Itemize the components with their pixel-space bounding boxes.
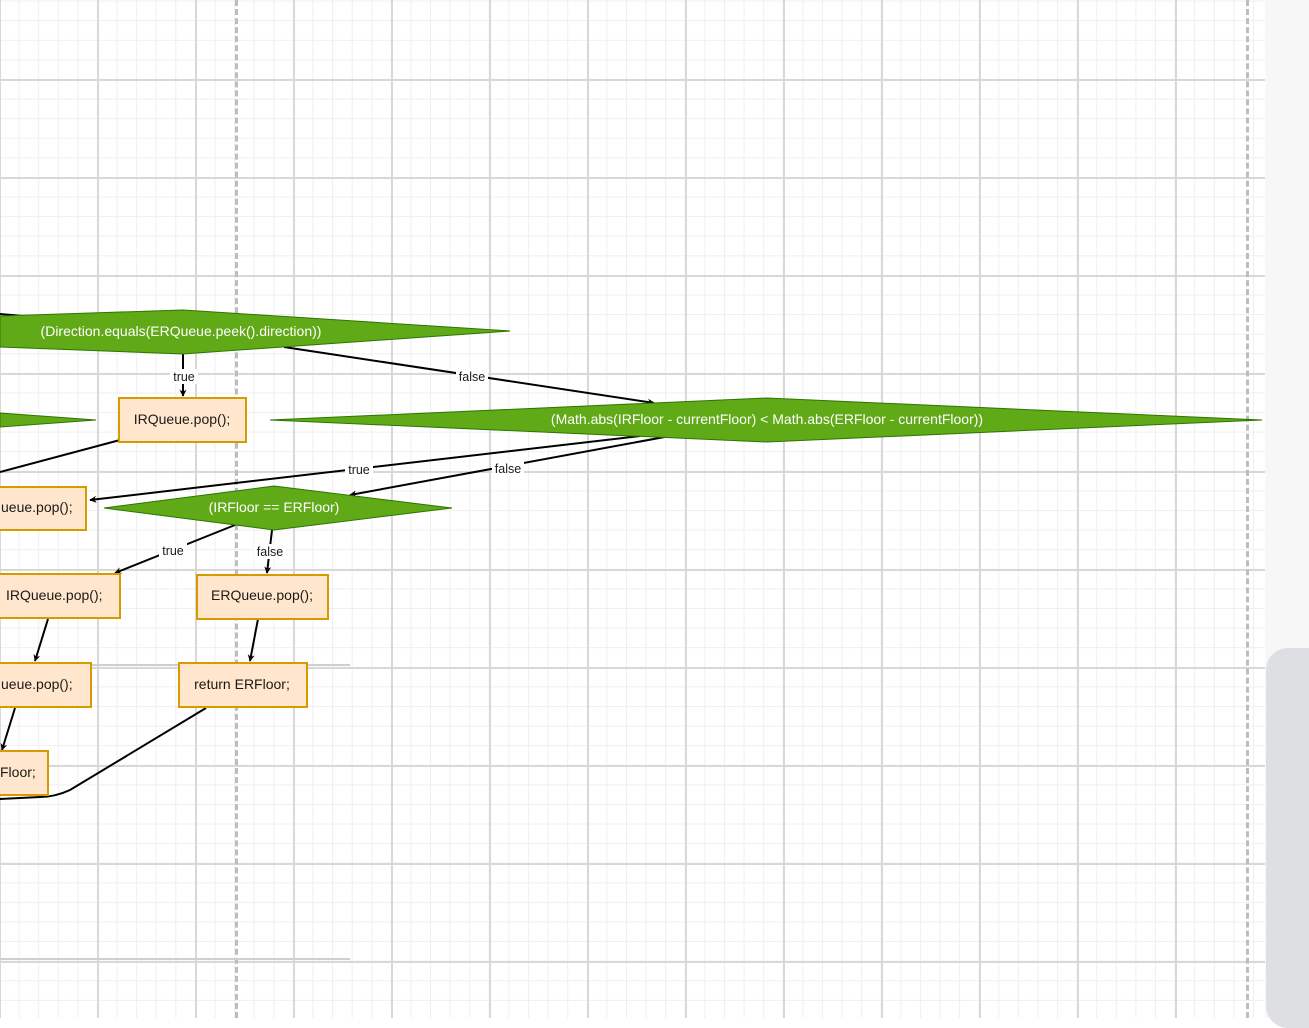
process-label: IRQueue.pop();	[6, 587, 103, 603]
process-label: return ERFloor;	[194, 676, 290, 692]
edge-label-true: true	[162, 544, 184, 558]
decision-direction-check[interactable]: (Direction.equals(ERQueue.peek().directi…	[0, 309, 511, 355]
edge-label-false: false	[257, 545, 283, 559]
process-floor-partial[interactable]: Floor;	[0, 750, 49, 796]
edge-label-false: false	[495, 462, 521, 476]
edges	[0, 313, 671, 800]
edge-labels: true false true false true false	[159, 369, 524, 559]
vertical-scrollbar[interactable]	[1266, 648, 1309, 1028]
edge-label-false: false	[459, 370, 485, 384]
process-label: Floor;	[0, 764, 36, 780]
process-erqueue-pop[interactable]: ERQueue.pop();	[196, 574, 329, 620]
edge-erqueue-to-return[interactable]	[247, 618, 259, 662]
edge-return-merge[interactable]	[0, 707, 207, 800]
diagram-canvas[interactable]	[0, 0, 1265, 1018]
process-label: ueue.pop();	[1, 499, 73, 515]
edge-label-true: true	[348, 463, 370, 477]
decision-abs-compare[interactable]: (Math.abs(IRFloor - currentFloor) < Math…	[269, 397, 1263, 443]
process-queue-pop-lower[interactable]: ueue.pop();	[0, 662, 92, 708]
flowchart: true false true false true false (Direct…	[0, 309, 1263, 800]
process-return-erfloor[interactable]: return ERFloor;	[178, 662, 308, 708]
process-label: IRQueue.pop();	[134, 411, 231, 427]
process-queue-pop-left[interactable]: ueue.pop();	[0, 486, 87, 531]
page-break-line	[0, 958, 350, 960]
edge-pop-to-floor[interactable]	[0, 707, 16, 751]
edge-irqueue-out[interactable]	[0, 439, 121, 473]
edge-label-true: true	[173, 370, 195, 384]
decision-label: (IRFloor == ERFloor)	[209, 499, 340, 515]
process-irqueue-pop-top[interactable]: IRQueue.pop();	[118, 397, 247, 443]
decision-label: (Direction.equals(ERQueue.peek().directi…	[41, 323, 322, 339]
process-label: ueue.pop();	[1, 676, 73, 692]
decision-partial-left[interactable]	[0, 412, 97, 428]
decision-label: (Math.abs(IRFloor - currentFloor) < Math…	[551, 411, 983, 427]
process-irqueue-pop-mid[interactable]: IRQueue.pop();	[0, 573, 121, 619]
process-label: ERQueue.pop();	[211, 587, 313, 603]
page-break-line	[1246, 0, 1249, 1018]
decision-floor-equal[interactable]: (IRFloor == ERFloor)	[103, 485, 453, 531]
page-break-line	[0, 664, 350, 666]
edge-irqueue-to-pop[interactable]	[33, 618, 49, 662]
